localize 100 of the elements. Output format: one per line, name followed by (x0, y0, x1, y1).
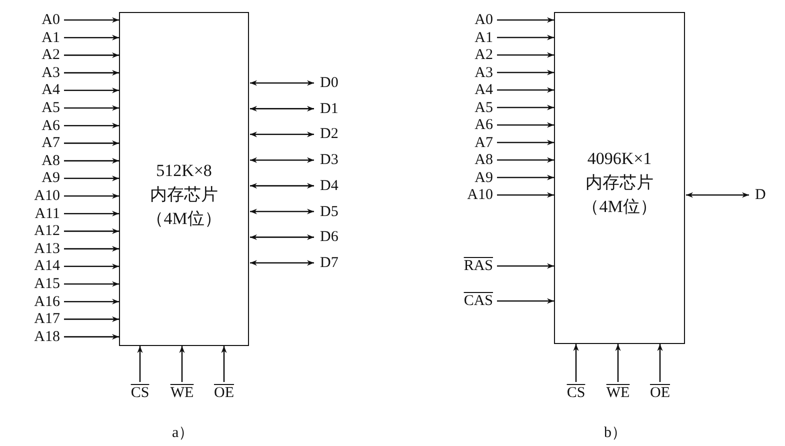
arrow (497, 298, 554, 304)
signal-label: A2 (10, 47, 60, 64)
signal-label: A15 (10, 276, 60, 292)
arrow (250, 234, 314, 240)
signal-label: A3 (445, 64, 493, 80)
signal-label: A14 (10, 258, 60, 274)
arrow (179, 346, 185, 382)
chip-label: 内存芯片 (584, 172, 654, 194)
signal-label: D4 (320, 178, 356, 194)
arrow (573, 344, 579, 382)
signal-label: A16 (10, 294, 60, 310)
signal-label: A9 (445, 170, 493, 186)
arrow (497, 140, 554, 146)
arrow (497, 34, 554, 40)
signal-label: A8 (445, 152, 493, 168)
signal-label: A10 (10, 188, 60, 204)
signal-label: A18 (10, 328, 60, 345)
arrow (64, 316, 119, 322)
signal-label: OE (642, 384, 678, 402)
signal-label: D1 (320, 100, 356, 117)
arrow (64, 105, 119, 111)
arrow (64, 210, 119, 216)
signal-label: A3 (10, 64, 60, 81)
arrow (686, 192, 749, 198)
signal-label: A9 (10, 170, 60, 186)
arrow (497, 87, 554, 93)
memory-chip-box (119, 12, 249, 346)
arrow (64, 140, 119, 146)
signal-label: A12 (10, 223, 60, 240)
signal-label: D2 (320, 126, 356, 142)
arrow (64, 34, 119, 40)
arrow (64, 176, 119, 182)
arrow (250, 132, 314, 138)
signal-label: OE (206, 384, 242, 402)
panel-caption: a） (172, 424, 194, 442)
chip-label: （4M位） (146, 208, 222, 230)
arrow (615, 344, 621, 382)
chip-label: 512K×8 (155, 160, 213, 182)
signal-label: CS (558, 384, 594, 402)
arrow (64, 334, 119, 340)
signal-label: A5 (10, 100, 60, 116)
arrow (497, 17, 554, 23)
arrow (64, 298, 119, 304)
chip-label: 内存芯片 (149, 184, 219, 206)
arrow (250, 183, 314, 189)
arrow (137, 346, 143, 382)
signal-label: A1 (445, 30, 493, 46)
signal-label: D7 (320, 254, 356, 271)
signal-label: A17 (10, 311, 60, 328)
arrow (497, 122, 554, 128)
arrow (250, 106, 314, 112)
signal-label: A7 (10, 135, 60, 152)
arrow (497, 157, 554, 163)
arrow (657, 344, 663, 382)
arrow (250, 260, 314, 266)
signal-label: A0 (10, 12, 60, 28)
arrow (64, 122, 119, 128)
arrow (250, 157, 314, 163)
signal-label: A2 (445, 47, 493, 63)
signal-label: A8 (10, 152, 60, 169)
signal-label: WE (164, 384, 200, 402)
signal-label: A11 (10, 206, 60, 222)
arrow (64, 52, 119, 58)
signal-label: RAS (440, 257, 493, 275)
arrow (64, 228, 119, 234)
signal-label: CAS (440, 292, 493, 310)
signal-label: D5 (320, 204, 356, 220)
arrow (64, 158, 119, 164)
signal-label: A13 (10, 240, 60, 257)
signal-label: A10 (445, 187, 493, 203)
arrow (64, 70, 119, 76)
signal-label: A4 (10, 82, 60, 98)
arrow (64, 88, 119, 94)
signal-label: D6 (320, 229, 356, 246)
signal-label: CS (122, 384, 158, 402)
signal-label: A7 (445, 134, 493, 150)
arrow (497, 174, 554, 180)
arrow (497, 52, 554, 58)
arrow (497, 192, 554, 198)
signal-label: A0 (445, 12, 493, 28)
signal-label: D0 (320, 75, 356, 91)
arrow (64, 17, 119, 23)
signal-label: D3 (320, 152, 356, 168)
arrow (64, 264, 119, 270)
panel-caption: b） (604, 424, 626, 442)
arrow (221, 346, 227, 382)
arrow (497, 104, 554, 110)
arrow (64, 246, 119, 252)
signal-label: WE (600, 384, 636, 402)
signal-label: D (755, 187, 779, 203)
arrow (250, 208, 314, 214)
signal-label: A4 (445, 82, 493, 98)
signal-label: A6 (10, 118, 60, 134)
memory-chip-box (554, 12, 685, 344)
arrow (497, 263, 554, 269)
arrow (64, 281, 119, 287)
arrow (497, 70, 554, 76)
signal-label: A1 (10, 30, 60, 46)
arrow (250, 80, 314, 86)
arrow (64, 193, 119, 199)
